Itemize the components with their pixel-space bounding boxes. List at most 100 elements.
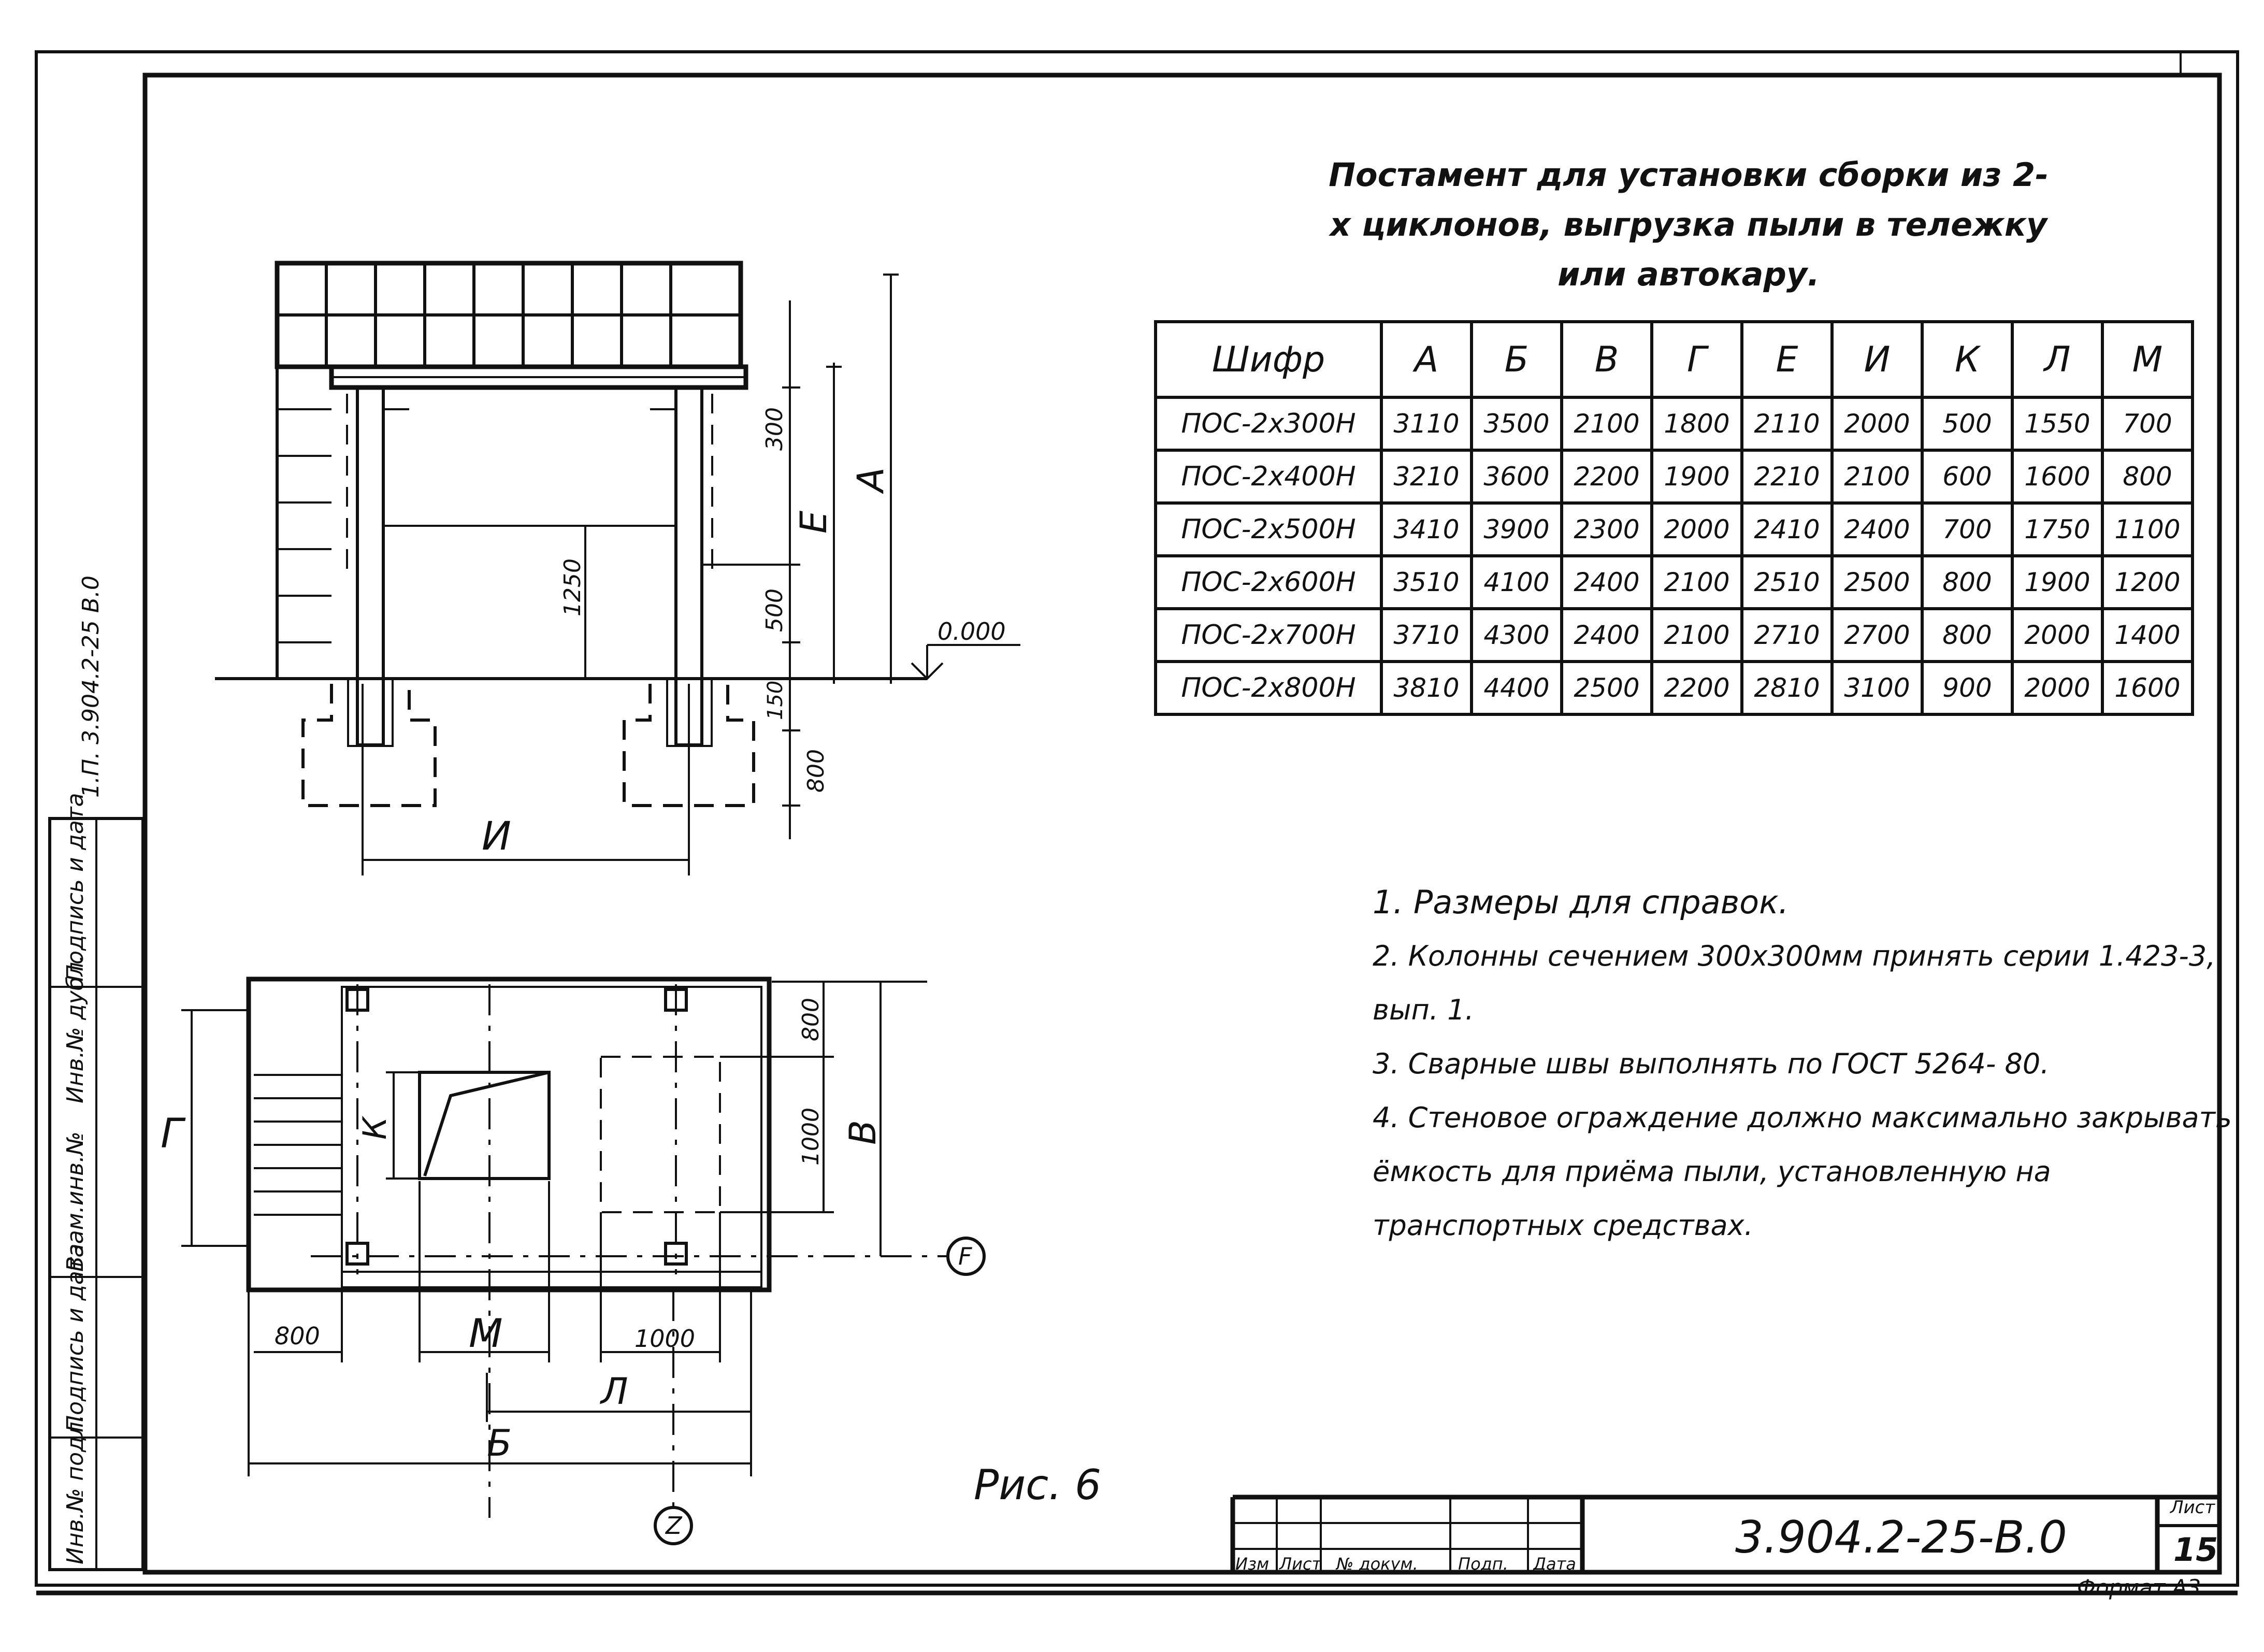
plan-stair (254, 1074, 343, 1216)
table-header-cell: Шифр (1154, 320, 1383, 399)
dimensions-table: Шифр А Б В Г Е И К Л М ПОС-2х300Н 3110 3… (1154, 320, 2194, 716)
stamp-column-header: Подп. (1458, 1554, 1508, 1574)
axis-F-label: F (958, 1242, 972, 1270)
table-cell: 700 (1921, 501, 2014, 557)
table-header-cell: М (2101, 320, 2194, 399)
plan-outline (246, 976, 772, 1292)
sheet-number: 15 (2173, 1531, 2218, 1569)
sheet-label: Лист (2170, 1497, 2215, 1518)
table-cell: 1900 (2011, 554, 2104, 610)
table-cell: 3410 (1380, 501, 1473, 557)
table-row: ПОС-2х800Н 3810 4400 2500 2200 2810 3100… (1154, 660, 2194, 716)
table-cell: 3500 (1470, 396, 1563, 452)
figure-label: Рис. 6 (974, 1461, 1101, 1509)
table-cell: 1200 (2101, 554, 2194, 610)
plan-view (181, 976, 986, 1545)
table-cell: 2400 (1560, 607, 1653, 663)
table-cell: ПОС-2х600Н (1154, 554, 1383, 610)
table-cell: 3600 (1470, 449, 1563, 505)
dim-300: 300 (761, 407, 788, 451)
table-cell: 800 (2101, 449, 2194, 505)
stamp-column-header: № докум. (1336, 1554, 1418, 1574)
table-cell: 1750 (2011, 501, 2104, 557)
stamp-column-header: Дата (1533, 1554, 1576, 1574)
table-cell: 1600 (2101, 660, 2194, 716)
table-cell: 2500 (1560, 660, 1653, 716)
table-cell: 3810 (1380, 660, 1473, 716)
cart-outline (600, 1056, 721, 1213)
table-cell: 1600 (2011, 449, 2104, 505)
table-cell: ПОС-2х700Н (1154, 607, 1383, 663)
note-item: 1. Размеры для справок. (1373, 883, 1789, 921)
table-cell: 2110 (1740, 396, 1834, 452)
table-cell: ПОС-2х800Н (1154, 660, 1383, 716)
sidebar-field: Подпись и дата (62, 1243, 89, 1432)
table-cell: 2500 (1830, 554, 1924, 610)
table-header-cell: К (1921, 320, 2014, 399)
table-header-cell: Б (1470, 320, 1563, 399)
table-cell: 800 (1921, 607, 2014, 663)
note-item: 4. Стеновое ограждение должно максимальн… (1373, 1101, 2232, 1242)
table-cell: 2200 (1560, 449, 1653, 505)
stamp-column-header: Изм (1235, 1554, 1270, 1574)
dim-letter-G: Г (161, 1111, 186, 1157)
table-cell: 3100 (1830, 660, 1924, 716)
table-cell: 2100 (1650, 554, 1743, 610)
dim-letter-B: Б (487, 1422, 512, 1464)
hopper (418, 1071, 551, 1180)
dim-letter-K: К (356, 1115, 394, 1140)
table-cell: 2100 (1830, 449, 1924, 505)
table-cell: ПОС-2х500Н (1154, 501, 1383, 557)
table-cell: ПОС-2х400Н (1154, 449, 1383, 505)
sidebar-doc-code: 1.П. 3.904.2-25 В.0 (78, 576, 104, 798)
inner-frame (142, 73, 2222, 1575)
table-cell: 4100 (1470, 554, 1563, 610)
table-header-cell: Л (2011, 320, 2104, 399)
drawing-title: Постамент для установки сборки из 2- х ц… (1329, 156, 2049, 293)
dim-1000-bottom: 1000 (635, 1325, 695, 1353)
sidebar-field: Взам.инв.№ (62, 1131, 89, 1272)
right-foundation (623, 684, 755, 807)
table-cell: 2400 (1560, 554, 1653, 610)
table-cell: 3510 (1380, 554, 1473, 610)
notes-list: 1. Размеры для справок. 2. Колонны сечен… (1373, 875, 2243, 1253)
table-row: ПОС-2х300Н 3110 3500 2100 1800 2110 2000… (1154, 396, 2194, 452)
dim-1250: 1250 (559, 558, 586, 616)
dim-letter-A: А (849, 467, 892, 494)
table-cell: 2000 (2011, 607, 2104, 663)
table-cell: 1900 (1650, 449, 1743, 505)
stamp-column-header: Лист (1279, 1554, 1322, 1574)
axis-Z-label: Z (665, 1512, 683, 1540)
table-cell: 2000 (2011, 660, 2104, 716)
table-cell: 1800 (1650, 396, 1743, 452)
elevation-view (215, 261, 1020, 875)
sidebar-frame (48, 817, 145, 1571)
table-cell: 2810 (1740, 660, 1834, 716)
table-cell: 800 (1921, 554, 2014, 610)
table-cell: 2000 (1830, 396, 1924, 452)
table-cell: ПОС-2х300Н (1154, 396, 1383, 452)
table-cell: 3210 (1380, 449, 1473, 505)
table-cell: 2410 (1740, 501, 1834, 557)
table-cell: 2100 (1650, 607, 1743, 663)
table-cell: 2700 (1830, 607, 1924, 663)
table-row: ПОС-2х500Н 3410 3900 2300 2000 2410 2400… (1154, 501, 2194, 557)
note-item: 3. Сварные швы выполнять по ГОСТ 5264- 8… (1373, 1047, 2050, 1080)
dim-500: 500 (761, 588, 788, 632)
table-cell: 500 (1921, 396, 2014, 452)
table-row: ПОС-2х400Н 3210 3600 2200 1900 2210 2100… (1154, 449, 2194, 505)
outer-frame (35, 50, 2239, 1587)
table-row: ПОС-2х600Н 3510 4100 2400 2100 2510 2500… (1154, 554, 2194, 610)
stamp-code: 3.904.2-25-В.0 (1735, 1512, 2067, 1563)
dim-letter-E: Е (792, 510, 835, 534)
table-cell: 4300 (1470, 607, 1563, 663)
table-cell: 900 (1921, 660, 2014, 716)
table-row: ПОС-2х700Н 3710 4300 2400 2100 2710 2700… (1154, 607, 2194, 663)
table-header-cell: Г (1650, 320, 1743, 399)
note-item: 2. Колонны сечением 300х300мм принять се… (1373, 940, 2216, 1026)
dim-800-top: 800 (798, 998, 824, 1041)
table-cell: 2400 (1830, 501, 1924, 557)
dim-800-bottom: 800 (275, 1322, 320, 1350)
table-cell: 3710 (1380, 607, 1473, 663)
